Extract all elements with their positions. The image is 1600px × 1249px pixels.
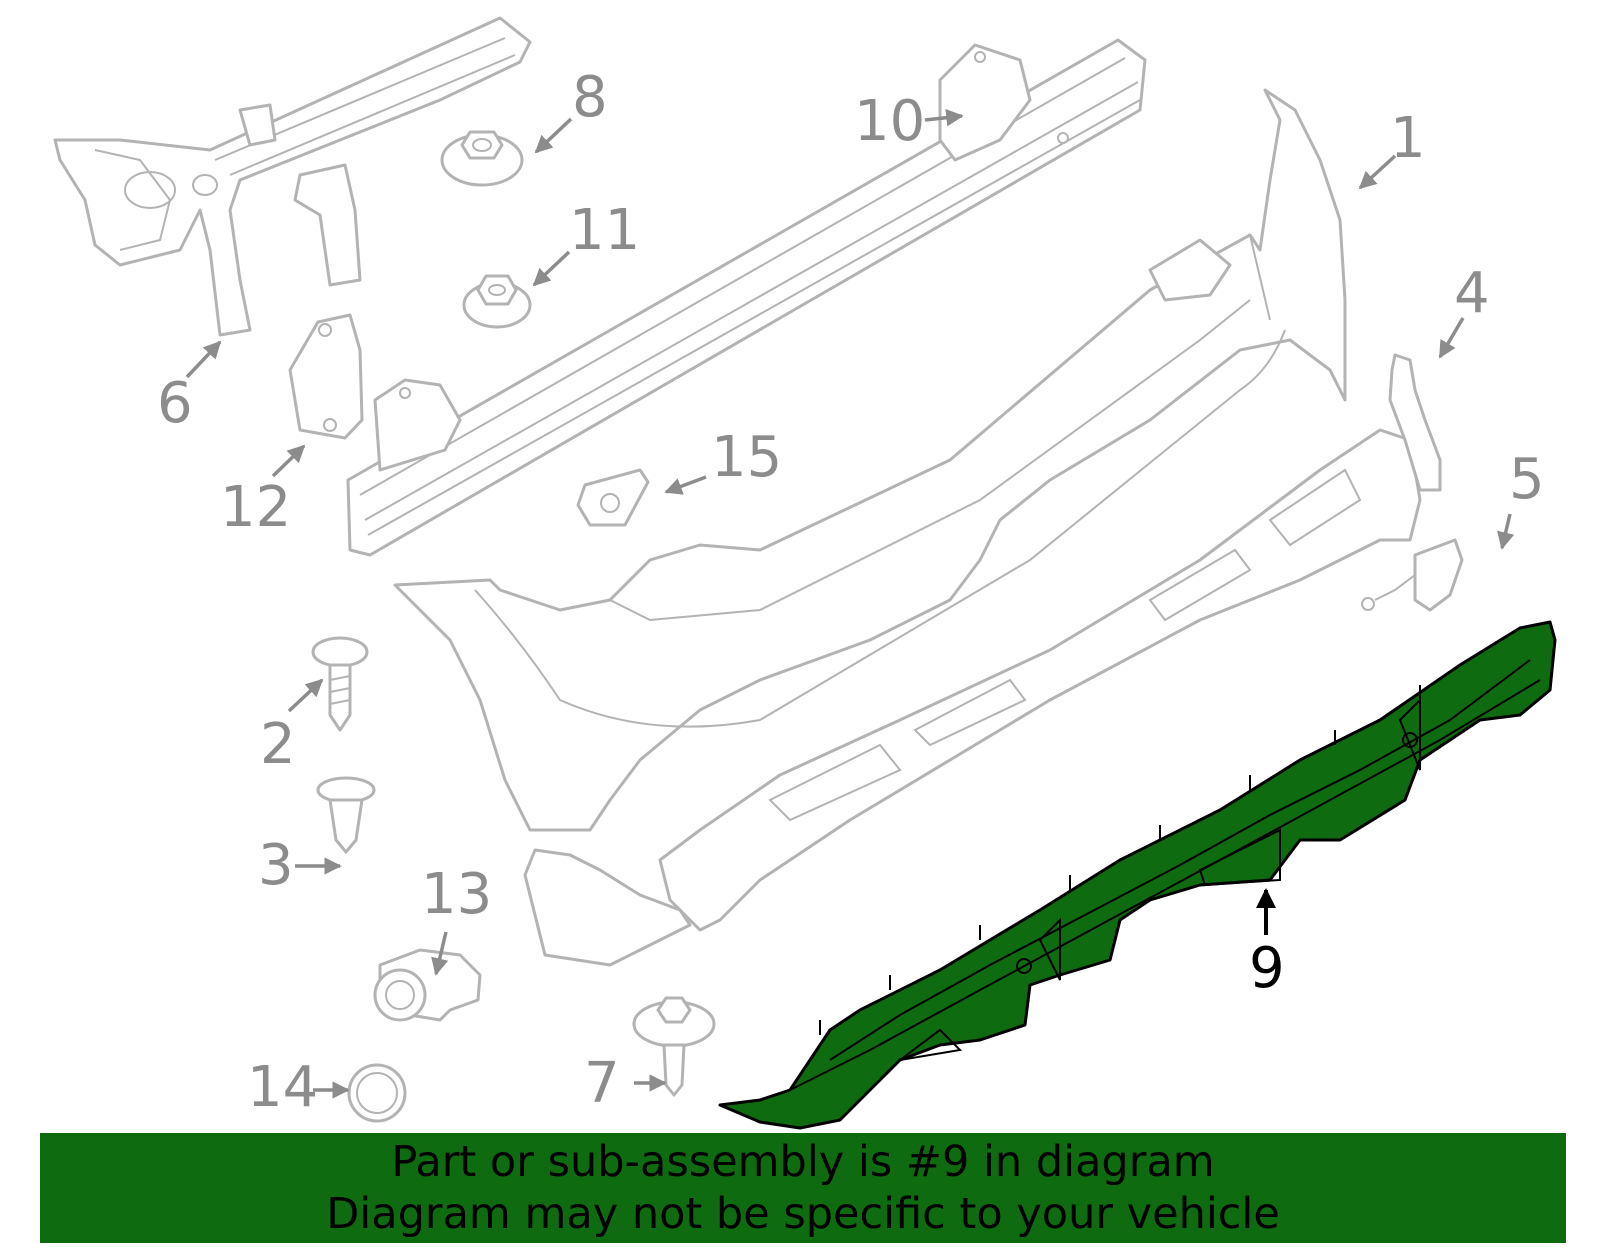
lower-valance [658,428,1422,932]
callout-15: 15 [711,425,782,490]
callout-9: 9 [1249,936,1285,1001]
part-12-cover-plate [288,313,364,440]
callout-5: 5 [1509,447,1545,512]
callout-10: 10 [854,89,925,154]
part-6-upper-support [53,16,532,337]
part-5-sensor-bracket [1361,538,1464,612]
disclaimer-banner: Part or sub-assembly is #9 in diagram Di… [40,1133,1566,1243]
callout-7: 7 [584,1051,620,1116]
part-9-diffuser-highlighted [718,620,1557,1130]
callout-3: 3 [258,833,294,898]
callout-8: 8 [572,65,608,130]
banner-line-part: Part or sub-assembly is #9 in diagram [391,1137,1215,1187]
callout-12: 12 [220,475,291,540]
callout-11: 11 [569,198,640,263]
part-3-push-clip [316,776,376,854]
callout-arrows [185,108,1515,1099]
part-8-flange-nut [440,130,524,187]
lower-corner-bracket [523,848,692,967]
callout-1: 1 [1390,106,1426,171]
callout-4: 4 [1454,261,1490,326]
part-14-ring [347,1063,407,1123]
part-7-bolt [632,996,716,1097]
callout-2: 2 [260,712,296,777]
part-11-flange-nut [462,274,532,329]
part-4-bracket [1388,353,1442,492]
banner-line-disclaimer: Diagram may not be specific to your vehi… [326,1189,1280,1239]
callout-14: 14 [247,1055,318,1120]
part-2-screw [311,636,369,732]
part-13-parking-sensor [373,948,482,1022]
callout-6: 6 [157,371,193,436]
part-10-reinforcement-beam [346,38,1147,557]
callout-labels: 1 2 3 4 5 6 7 8 9 10 11 12 13 14 15 [157,65,1545,1120]
part-15-clip [576,468,650,527]
part-1-bumper-cover [393,88,1347,832]
callout-13: 13 [421,862,492,927]
